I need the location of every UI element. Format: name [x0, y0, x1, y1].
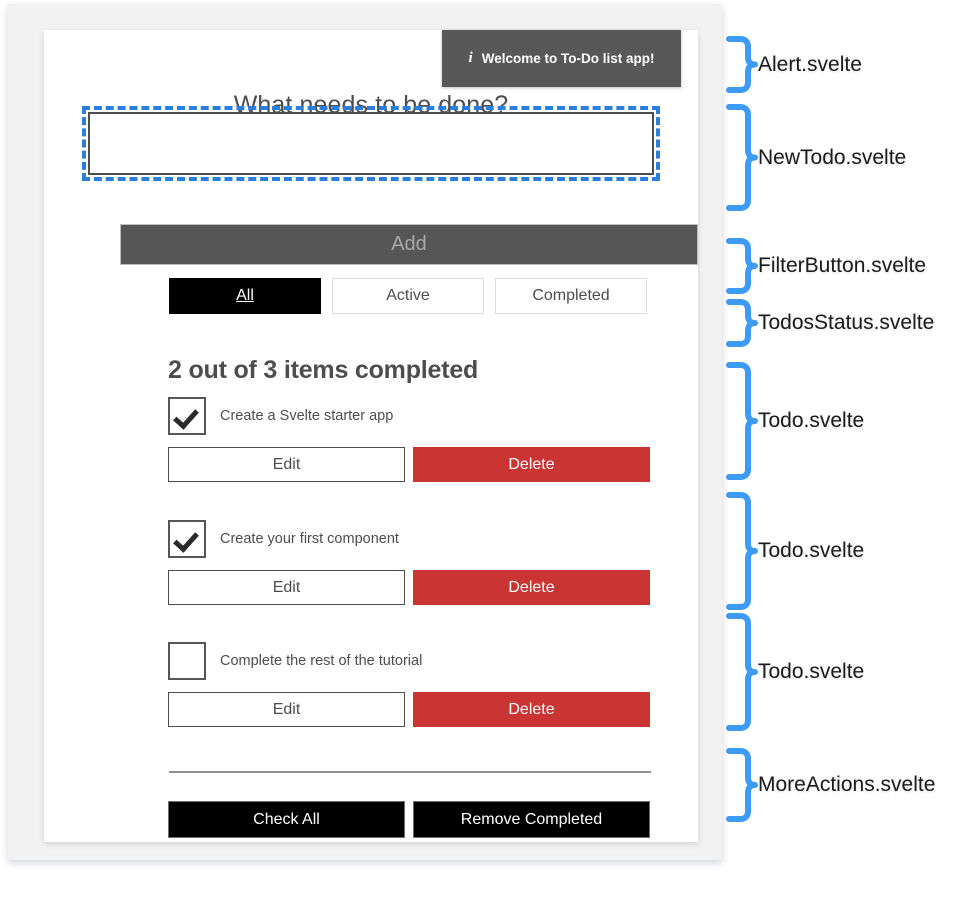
todo-item: Create a Svelte starter app Edit Delete: [168, 396, 650, 482]
todos-status-heading: 2 out of 3 items completed: [168, 355, 479, 384]
filter-button-all[interactable]: All: [169, 278, 321, 314]
todo-header: Create a Svelte starter app: [168, 396, 650, 436]
brace-icon: [726, 238, 758, 294]
brace-icon: [726, 299, 758, 347]
delete-todo-button[interactable]: Delete: [413, 447, 650, 482]
new-todo-input[interactable]: [82, 106, 660, 181]
annotation-todo-1: Todo.svelte: [726, 362, 864, 480]
todo-header: Complete the rest of the tutorial: [168, 641, 650, 681]
todo-checkbox[interactable]: [168, 520, 206, 558]
annotation-label: Todo.svelte: [758, 660, 865, 683]
divider: [169, 771, 651, 773]
check-all-button[interactable]: Check All: [168, 801, 405, 838]
annotation-alert: Alert.svelte: [726, 36, 862, 93]
todo-label: Create your first component: [220, 531, 399, 547]
brace-icon: [726, 492, 758, 610]
annotation-label: FilterButton.svelte: [758, 254, 927, 277]
filter-button-group: All Active Completed: [169, 278, 651, 314]
todo-label: Create a Svelte starter app: [220, 408, 394, 424]
annotation-todo-2: Todo.svelte: [726, 492, 864, 610]
todo-checkbox[interactable]: [168, 642, 206, 680]
annotation-label: Alert.svelte: [758, 52, 862, 76]
todo-actions: Edit Delete: [168, 692, 650, 727]
delete-todo-button[interactable]: Delete: [413, 692, 650, 727]
more-actions-group: Check All Remove Completed: [168, 801, 652, 838]
annotation-todosstatus: TodosStatus.svelte: [726, 299, 934, 347]
todo-header: Create your first component: [168, 519, 650, 559]
todo-checkbox[interactable]: [168, 397, 206, 435]
edit-todo-button[interactable]: Edit: [168, 570, 405, 605]
annotation-todo-3: Todo.svelte: [726, 613, 864, 731]
filter-button-active[interactable]: Active: [332, 278, 484, 314]
annotation-moreactions: MoreActions.svelte: [726, 748, 935, 822]
todo-item: Complete the rest of the tutorial Edit D…: [168, 641, 650, 727]
delete-todo-button[interactable]: Delete: [413, 570, 650, 605]
info-icon: i: [468, 50, 473, 66]
filter-button-completed[interactable]: Completed: [495, 278, 647, 314]
page-frame: What needs to be done? Add All Active Co…: [8, 4, 722, 860]
annotation-newtodo: NewTodo.svelte: [726, 104, 906, 211]
add-todo-button[interactable]: Add: [120, 224, 698, 265]
brace-icon: [726, 748, 758, 822]
brace-icon: [726, 362, 758, 480]
new-todo-field-wrapper: [82, 106, 660, 183]
annotation-label: NewTodo.svelte: [758, 145, 907, 169]
todo-item: Create your first component Edit Delete: [168, 519, 650, 605]
annotation-filterbutton: FilterButton.svelte: [726, 238, 926, 294]
alert-toast[interactable]: i Welcome to To-Do list app!: [442, 30, 681, 87]
brace-icon: [726, 104, 758, 211]
annotation-label: Todo.svelte: [758, 409, 865, 432]
brace-icon: [726, 36, 758, 93]
edit-todo-button[interactable]: Edit: [168, 447, 405, 482]
annotation-label: TodosStatus.svelte: [758, 311, 935, 334]
alert-message: Welcome to To-Do list app!: [481, 51, 655, 66]
edit-todo-button[interactable]: Edit: [168, 692, 405, 727]
annotation-label: Todo.svelte: [758, 539, 865, 562]
todo-label: Complete the rest of the tutorial: [220, 653, 423, 669]
remove-completed-button[interactable]: Remove Completed: [413, 801, 650, 838]
annotation-label: MoreActions.svelte: [758, 773, 936, 796]
todo-actions: Edit Delete: [168, 570, 650, 605]
brace-icon: [726, 613, 758, 731]
todo-actions: Edit Delete: [168, 447, 650, 482]
todo-app-card: What needs to be done? Add All Active Co…: [44, 30, 698, 842]
